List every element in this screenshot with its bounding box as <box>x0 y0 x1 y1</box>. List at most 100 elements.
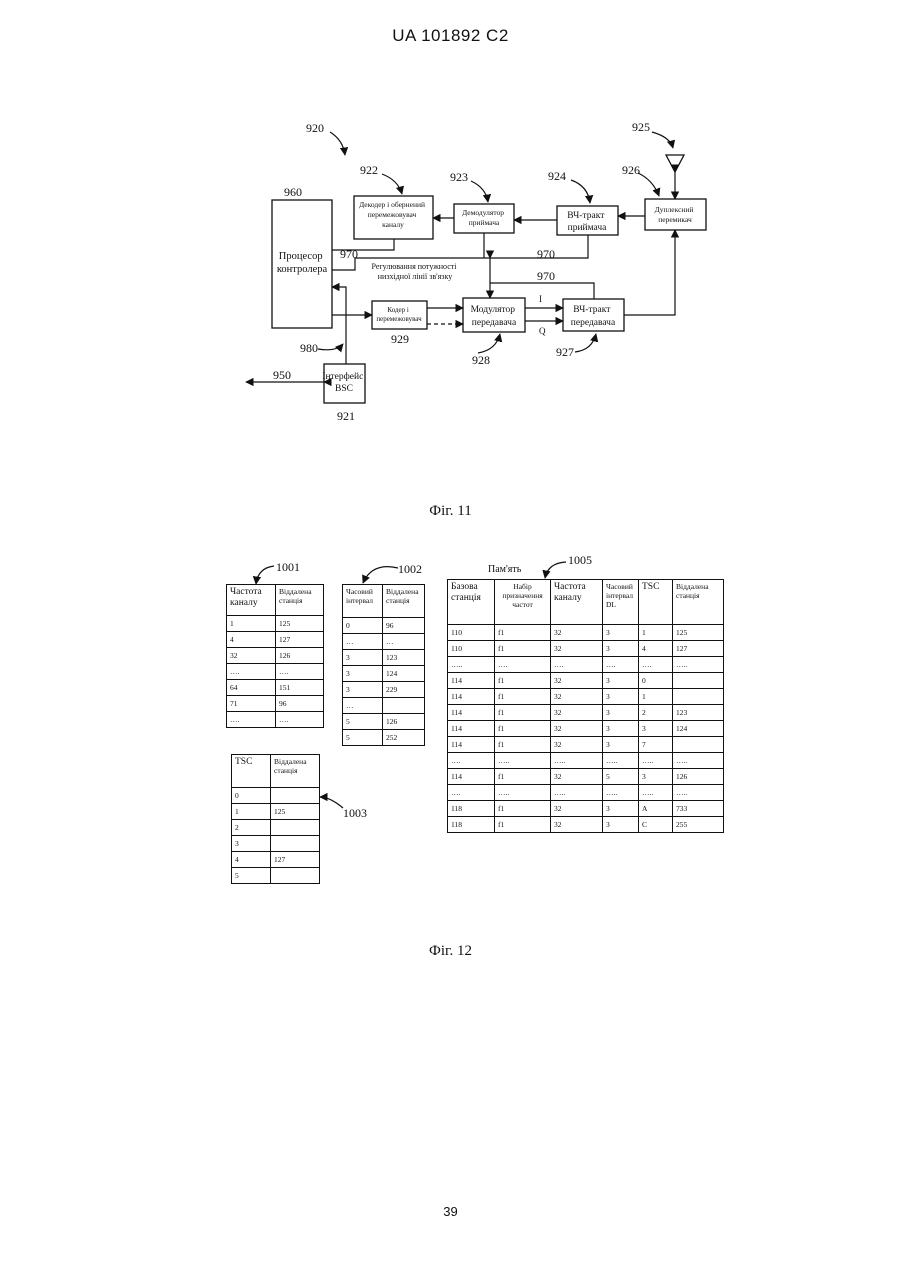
table-cell: 125 <box>673 625 724 641</box>
table-cell: …. <box>227 664 276 680</box>
table-cell: A <box>639 801 673 817</box>
table-cell: f1 <box>495 769 551 785</box>
table-cell: 1 <box>232 804 271 820</box>
table-cell: ….. <box>673 657 724 673</box>
table-cell: f1 <box>495 673 551 689</box>
table-cell: 118 <box>448 817 495 833</box>
table-row: ….…. <box>227 712 324 728</box>
table-row: 3123 <box>343 650 425 666</box>
ref-929: 929 <box>391 332 409 346</box>
table-row: 114f13231 <box>448 689 724 705</box>
table-cell: 3 <box>603 721 639 737</box>
table-cell: 3 <box>603 817 639 833</box>
ref-1002: 1002 <box>398 562 422 577</box>
table-cell: … <box>343 634 383 650</box>
signal-i-label: I <box>539 294 542 304</box>
table-row: ….…. <box>227 664 324 680</box>
table-cell: 127 <box>276 632 324 648</box>
table-cell: f1 <box>495 737 551 753</box>
table-cell: 32 <box>551 705 603 721</box>
table-cell: 2 <box>232 820 271 836</box>
table-cell: ….. <box>551 785 603 801</box>
table-cell: 3 <box>639 721 673 737</box>
ref-960: 960 <box>284 185 302 199</box>
table-cell: 114 <box>448 737 495 753</box>
table-cell: 32 <box>551 721 603 737</box>
table-cell: 3 <box>603 801 639 817</box>
table-cell: ….. <box>639 785 673 801</box>
table-cell: 5 <box>343 714 383 730</box>
table-cell: 114 <box>448 721 495 737</box>
table-cell: 32 <box>551 817 603 833</box>
table-cell: …. <box>603 657 639 673</box>
ref-922: 922 <box>360 163 378 177</box>
table-row: 5 <box>232 868 320 884</box>
table-header: Базова станція <box>448 580 495 625</box>
table-row: 64151 <box>227 680 324 696</box>
table-cell: 32 <box>551 737 603 753</box>
table-cell <box>673 673 724 689</box>
ref-1001: 1001 <box>276 560 300 575</box>
table-row: 114f13233124 <box>448 721 724 737</box>
ref-921: 921 <box>337 409 355 423</box>
table-cell: 4 <box>232 852 271 868</box>
table-header: Набір призначення частот <box>495 580 551 625</box>
table-cell: 1 <box>639 625 673 641</box>
table-cell: f1 <box>495 625 551 641</box>
table-cell: 5 <box>603 769 639 785</box>
table-cell: f1 <box>495 721 551 737</box>
table-cell: f1 <box>495 689 551 705</box>
ref-928: 928 <box>472 353 490 367</box>
table-header: TSC <box>639 580 673 625</box>
table-row: …… <box>343 634 425 650</box>
table-cell: 3 <box>639 769 673 785</box>
table-cell: 3 <box>603 705 639 721</box>
table-cell: 252 <box>383 730 425 746</box>
table-cell: … <box>343 698 383 714</box>
table-row: 3 <box>232 836 320 852</box>
ref-970-b: 970 <box>537 247 555 261</box>
table-row: 114f13232123 <box>448 705 724 721</box>
table-cell: 3 <box>343 666 383 682</box>
table-cell: …. <box>448 785 495 801</box>
table-header: Частота каналу <box>227 585 276 616</box>
table-cell: 124 <box>383 666 425 682</box>
table-cell: 4 <box>639 641 673 657</box>
page-number: 39 <box>0 1204 901 1219</box>
ref-920: 920 <box>306 121 324 135</box>
table-cell: 126 <box>276 648 324 664</box>
table-cell: …. <box>639 657 673 673</box>
table-cell: 3 <box>603 641 639 657</box>
table-cell: 114 <box>448 673 495 689</box>
table-cell: 7 <box>639 737 673 753</box>
fig11-diagram: Процесор контролера Декодер і обернений … <box>0 0 901 520</box>
table-cell: 733 <box>673 801 724 817</box>
table-cell: 123 <box>673 705 724 721</box>
table-cell: 0 <box>343 618 383 634</box>
table-cell: 114 <box>448 769 495 785</box>
table-cell: 126 <box>383 714 425 730</box>
table-cell: 114 <box>448 689 495 705</box>
table-header: Часовий інтервал DL <box>603 580 639 625</box>
table-row: 3229 <box>343 682 425 698</box>
table-cell: 2 <box>639 705 673 721</box>
table-cell: ….. <box>495 785 551 801</box>
table-row: 5252 <box>343 730 425 746</box>
table-cell: 1 <box>227 616 276 632</box>
ref-980: 980 <box>300 341 318 355</box>
table-1005: Базова станція Набір призначення частот … <box>447 579 724 833</box>
table-cell: 96 <box>276 696 324 712</box>
table-cell <box>271 820 320 836</box>
table-header: Віддалена станція <box>673 580 724 625</box>
ref-950: 950 <box>273 368 291 382</box>
table-cell: f1 <box>495 801 551 817</box>
table-row: 3124 <box>343 666 425 682</box>
table-cell: ….. <box>495 753 551 769</box>
table-cell <box>383 698 425 714</box>
table-cell: ….. <box>603 785 639 801</box>
table-cell: 3 <box>603 737 639 753</box>
table-row: 0 <box>232 788 320 804</box>
ref-970-c: 970 <box>537 269 555 283</box>
table-cell: C <box>639 817 673 833</box>
table-cell: 110 <box>448 641 495 657</box>
